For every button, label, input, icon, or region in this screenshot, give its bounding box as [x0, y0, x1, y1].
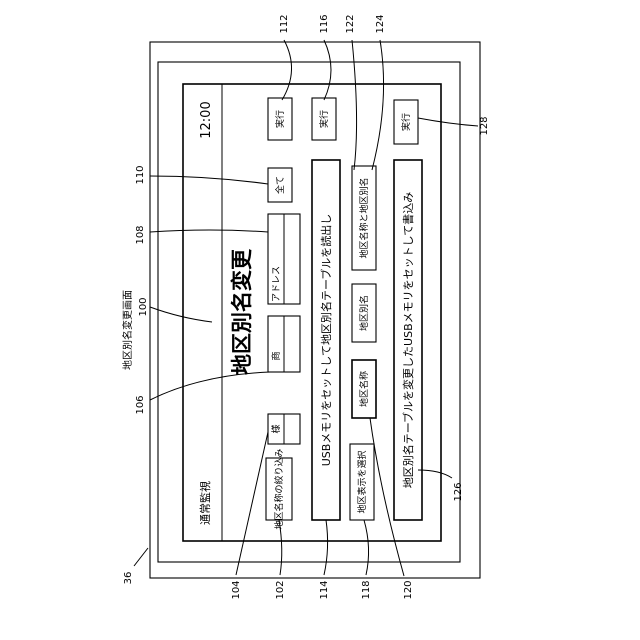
display-select-label: 地区表示を選択 [356, 450, 368, 513]
clock-display: 12:00 [199, 101, 214, 138]
display-option-alias[interactable]: 地区別名 [352, 284, 376, 342]
display-option-alias-label: 地区別名 [358, 295, 370, 331]
figure-caption: 地区別名変更画面 [121, 290, 134, 370]
all-button-label: 全て [274, 176, 286, 194]
ref-108: 108 [135, 225, 146, 244]
filter-name-label: 地区名称の絞り込み [273, 448, 285, 529]
filter-option-address-label: アドレス [272, 266, 282, 302]
ref-102: 102 [275, 580, 286, 599]
execute-button-1-label: 実行 [274, 110, 286, 128]
display-option-name-label: 地区名称 [358, 371, 370, 407]
ref-device-36: 36 [123, 572, 134, 585]
ref-128: 128 [479, 116, 490, 135]
leader-36 [134, 548, 148, 566]
usb-write-button[interactable]: 地区別名テーブルを変更したUSBメモリをセットして書込み [394, 160, 422, 520]
filter-name-button[interactable]: 地区名称の絞り込み [266, 448, 292, 529]
display-select-label-box: 地区表示を選択 [350, 444, 374, 520]
display-option-both[interactable]: 地区名称と地区別名 [352, 166, 376, 270]
usb-read-label: USBメモリをセットして地区別名テーブルを読出し [319, 214, 333, 467]
filter-option-sho-label: 商 [270, 351, 282, 360]
ref-104: 104 [231, 580, 242, 599]
page-title: 地区別名変更 [230, 248, 254, 375]
execute-button-3[interactable]: 実行 [394, 100, 418, 144]
ref-116: 116 [319, 14, 330, 33]
display-option-name[interactable]: 地区名称 [352, 360, 376, 418]
ref-124: 124 [375, 14, 386, 33]
execute-button-2-label: 実行 [318, 110, 330, 128]
filter-option-address[interactable]: アドレス [268, 214, 300, 304]
ref-112: 112 [279, 14, 290, 33]
filter-option-sho[interactable]: 商 [268, 316, 300, 372]
filter-option-sama[interactable]: 様 [268, 414, 300, 444]
ref-122: 122 [345, 14, 356, 33]
filter-option-sama-label: 様 [270, 424, 282, 433]
display-option-both-label: 地区名称と地区別名 [358, 177, 370, 258]
ref-118: 118 [361, 580, 372, 599]
ref-110: 110 [135, 165, 146, 184]
execute-button-3-label: 実行 [400, 113, 412, 131]
execute-button-2[interactable]: 実行 [312, 98, 336, 140]
mode-label: 通常監視 [198, 481, 212, 525]
usb-read-button[interactable]: USBメモリをセットして地区別名テーブルを読出し [312, 160, 340, 520]
usb-write-label: 地区別名テーブルを変更したUSBメモリをセットして書込み [401, 192, 415, 489]
execute-button-1[interactable]: 実行 [268, 98, 292, 140]
all-button[interactable]: 全て [268, 168, 292, 202]
ref-106: 106 [135, 395, 146, 414]
ref-120: 120 [403, 580, 414, 599]
ref-126: 126 [453, 482, 464, 501]
ref-114: 114 [319, 580, 330, 599]
ref-caption-100: 100 [138, 297, 149, 316]
